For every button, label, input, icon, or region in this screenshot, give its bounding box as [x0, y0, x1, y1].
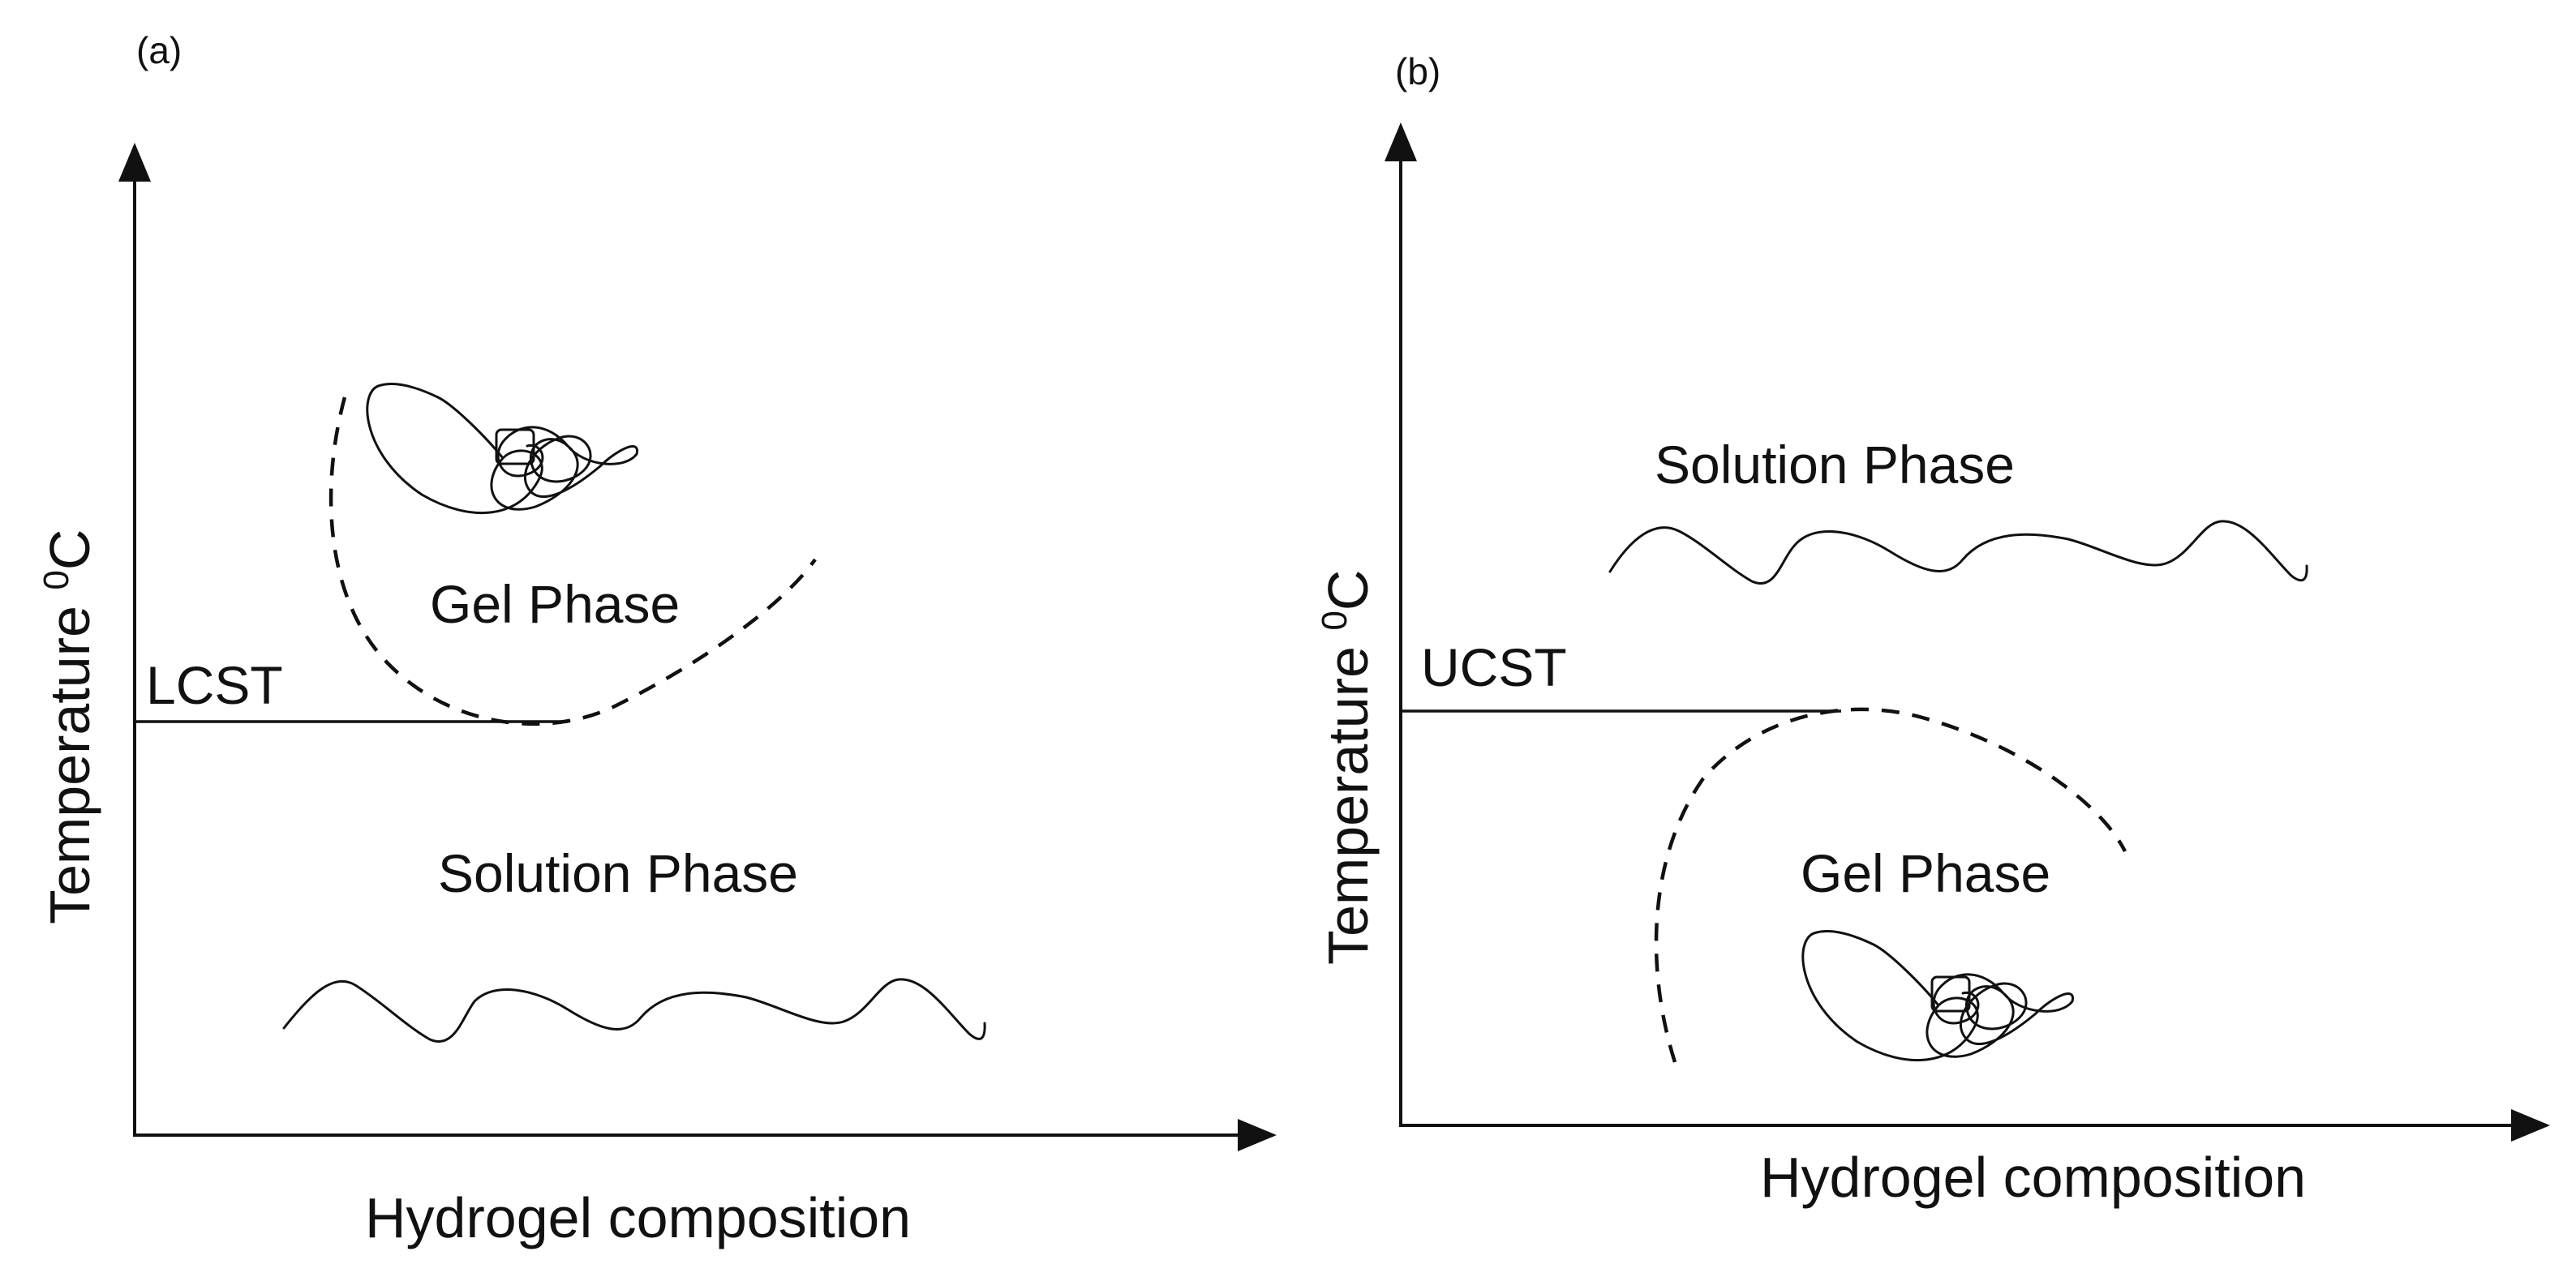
panel-b-y-axis-label-text: Temperature [1316, 631, 1380, 965]
panel-a-label: (a) [136, 29, 182, 71]
panel-a-gel-phase-label: Gel Phase [430, 574, 680, 634]
panel-b-gel-phase-label: Gel Phase [1801, 843, 2050, 903]
panel-a-y-axis-label-unit: C [38, 529, 101, 571]
panel-a-y-axis-label: Temperature 0C [36, 529, 101, 924]
panel-b-phase-boundary-dashed [1654, 707, 2127, 1063]
panel-b-solution-phase-label: Solution Phase [1655, 435, 2015, 495]
panel-a-lcst-label: LCST [146, 655, 283, 715]
panel-a-x-axis-label: Hydrogel composition [365, 1186, 911, 1249]
panel-a-phase-boundary-dashed [328, 396, 817, 726]
panel-b-gel-polymer-coil [1801, 929, 2074, 1062]
panel-b-gel-coil-knot [1930, 975, 1971, 1013]
panel-a-y-axis-label-group: Temperature 0C [36, 529, 101, 924]
panel-b-x-axis-label: Hydrogel composition [1760, 1146, 2306, 1209]
panel-a: (a) LCST Gel Phase Solution Phase Temper… [36, 29, 1277, 1249]
panel-a-gel-polymer-coil [366, 382, 638, 515]
panel-a-solution-phase-label: Solution Phase [438, 843, 798, 903]
panel-b-y-axis-label-group: Temperature 0C [1315, 570, 1380, 965]
panel-a-y-axis-label-text: Temperature [38, 590, 101, 924]
panel-b-y-axis-label-sup: 0 [1315, 611, 1355, 630]
panel-a-solution-polymer-chain [282, 978, 986, 1043]
panel-a-y-axis-label-sup: 0 [36, 570, 76, 589]
panel-b-ucst-label: UCST [1421, 637, 1567, 697]
panel-b-y-axis-label: Temperature 0C [1315, 570, 1380, 965]
panel-b-solution-polymer-chain [1608, 520, 2308, 585]
panel-b: (b) UCST Solution Phase Gel Phase Temper… [1315, 50, 2550, 1209]
panel-a-gel-coil-knot [495, 428, 535, 465]
panel-b-y-axis-label-unit: C [1316, 570, 1380, 611]
panel-b-label: (b) [1395, 50, 1440, 92]
